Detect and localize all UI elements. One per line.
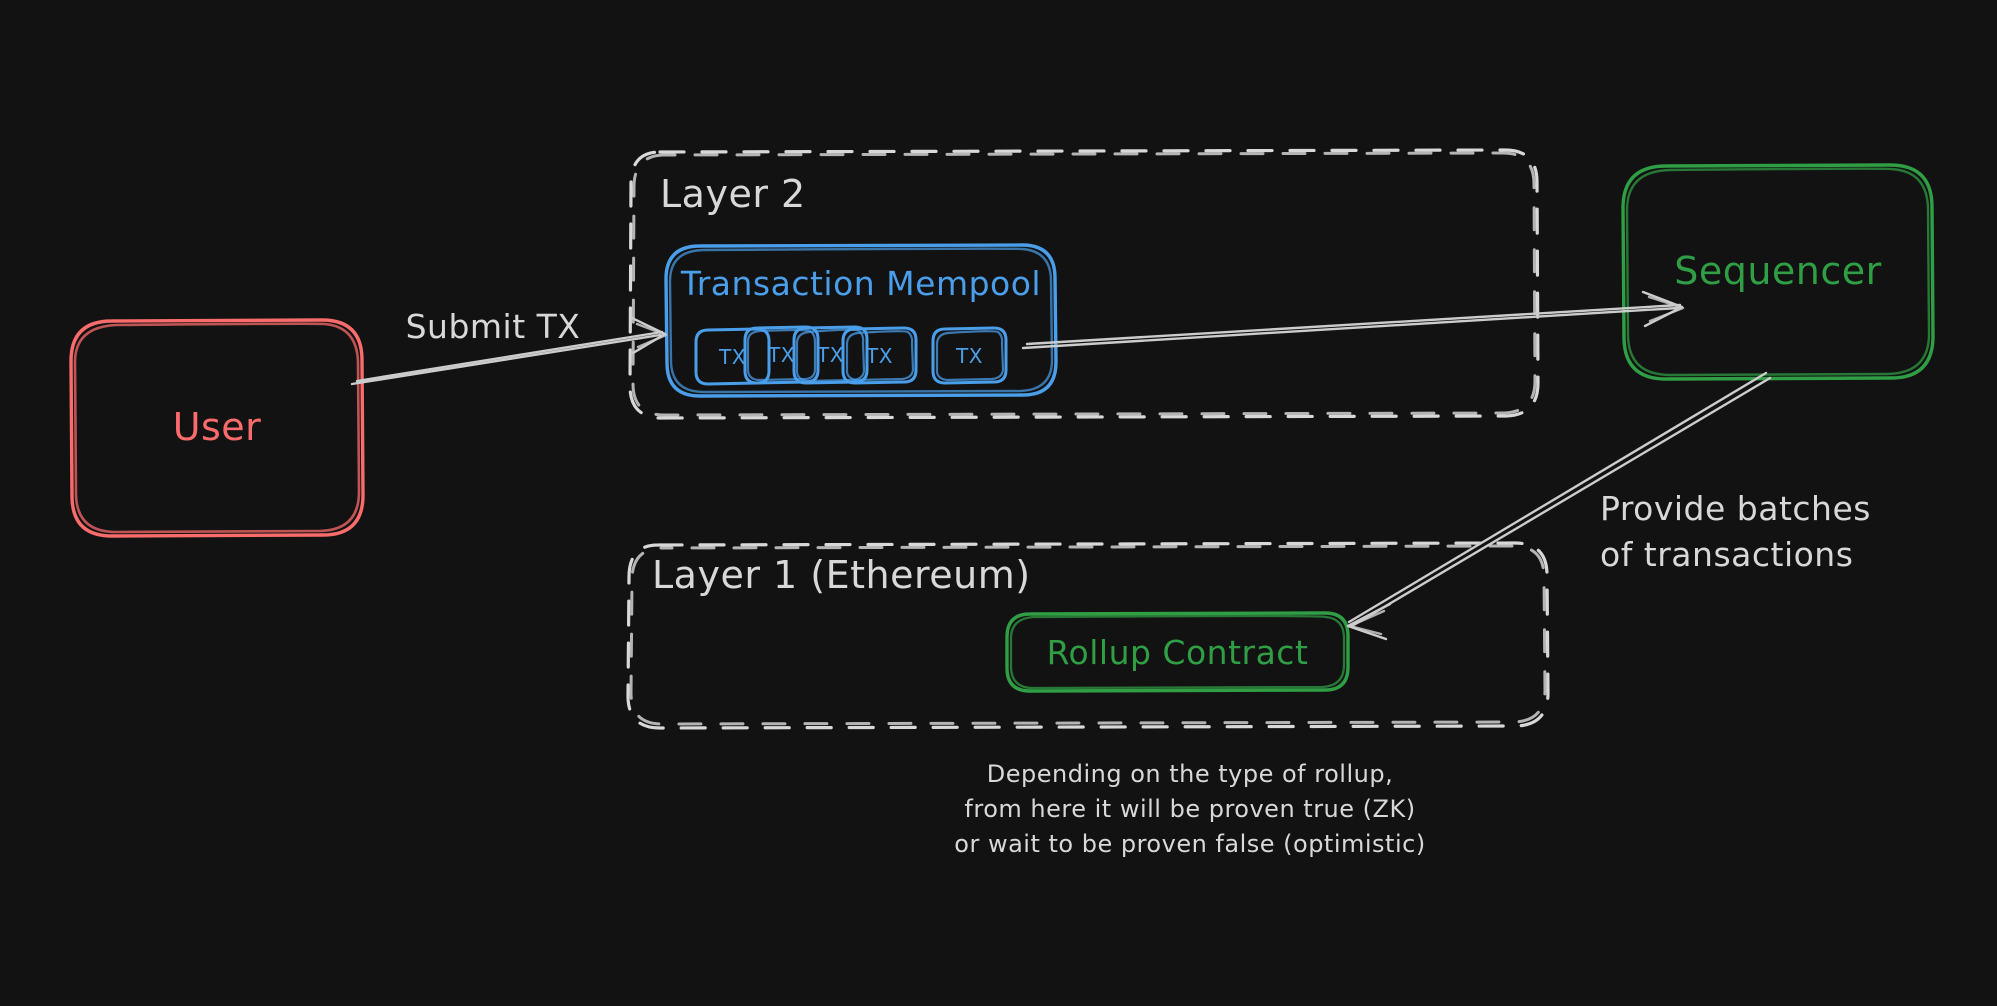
user-label[interactable]: User — [172, 405, 262, 449]
tx-label-5[interactable]: TX — [956, 344, 983, 368]
sequencer-label[interactable]: Sequencer — [1674, 249, 1882, 293]
caption-line-2: from here it will be proven true (ZK) — [964, 794, 1416, 823]
tx-label-3[interactable]: TX — [817, 343, 844, 367]
tx-label-1[interactable]: TX — [719, 345, 746, 369]
tx-label-4[interactable]: TX — [866, 344, 893, 368]
edge-label-provide-batches-line2: of transactions — [1600, 534, 1854, 574]
tx-label-2[interactable]: TX — [768, 343, 795, 367]
edge-label-provide-batches-line1: Provide batches — [1600, 488, 1871, 528]
mempool-label[interactable]: Transaction Mempool — [680, 263, 1042, 303]
arrow-mempool-to-sequencer — [1021, 290, 1685, 350]
caption-line-3: or wait to be proven false (optimistic) — [954, 829, 1426, 858]
caption-line-1: Depending on the type of rollup, — [986, 759, 1394, 788]
edge-label-submit-tx: Submit TX — [405, 306, 581, 346]
rollup-contract-label[interactable]: Rollup Contract — [1046, 632, 1309, 672]
layer2-label: Layer 2 — [660, 172, 806, 216]
layer1-label: Layer 1 (Ethereum) — [652, 553, 1031, 597]
